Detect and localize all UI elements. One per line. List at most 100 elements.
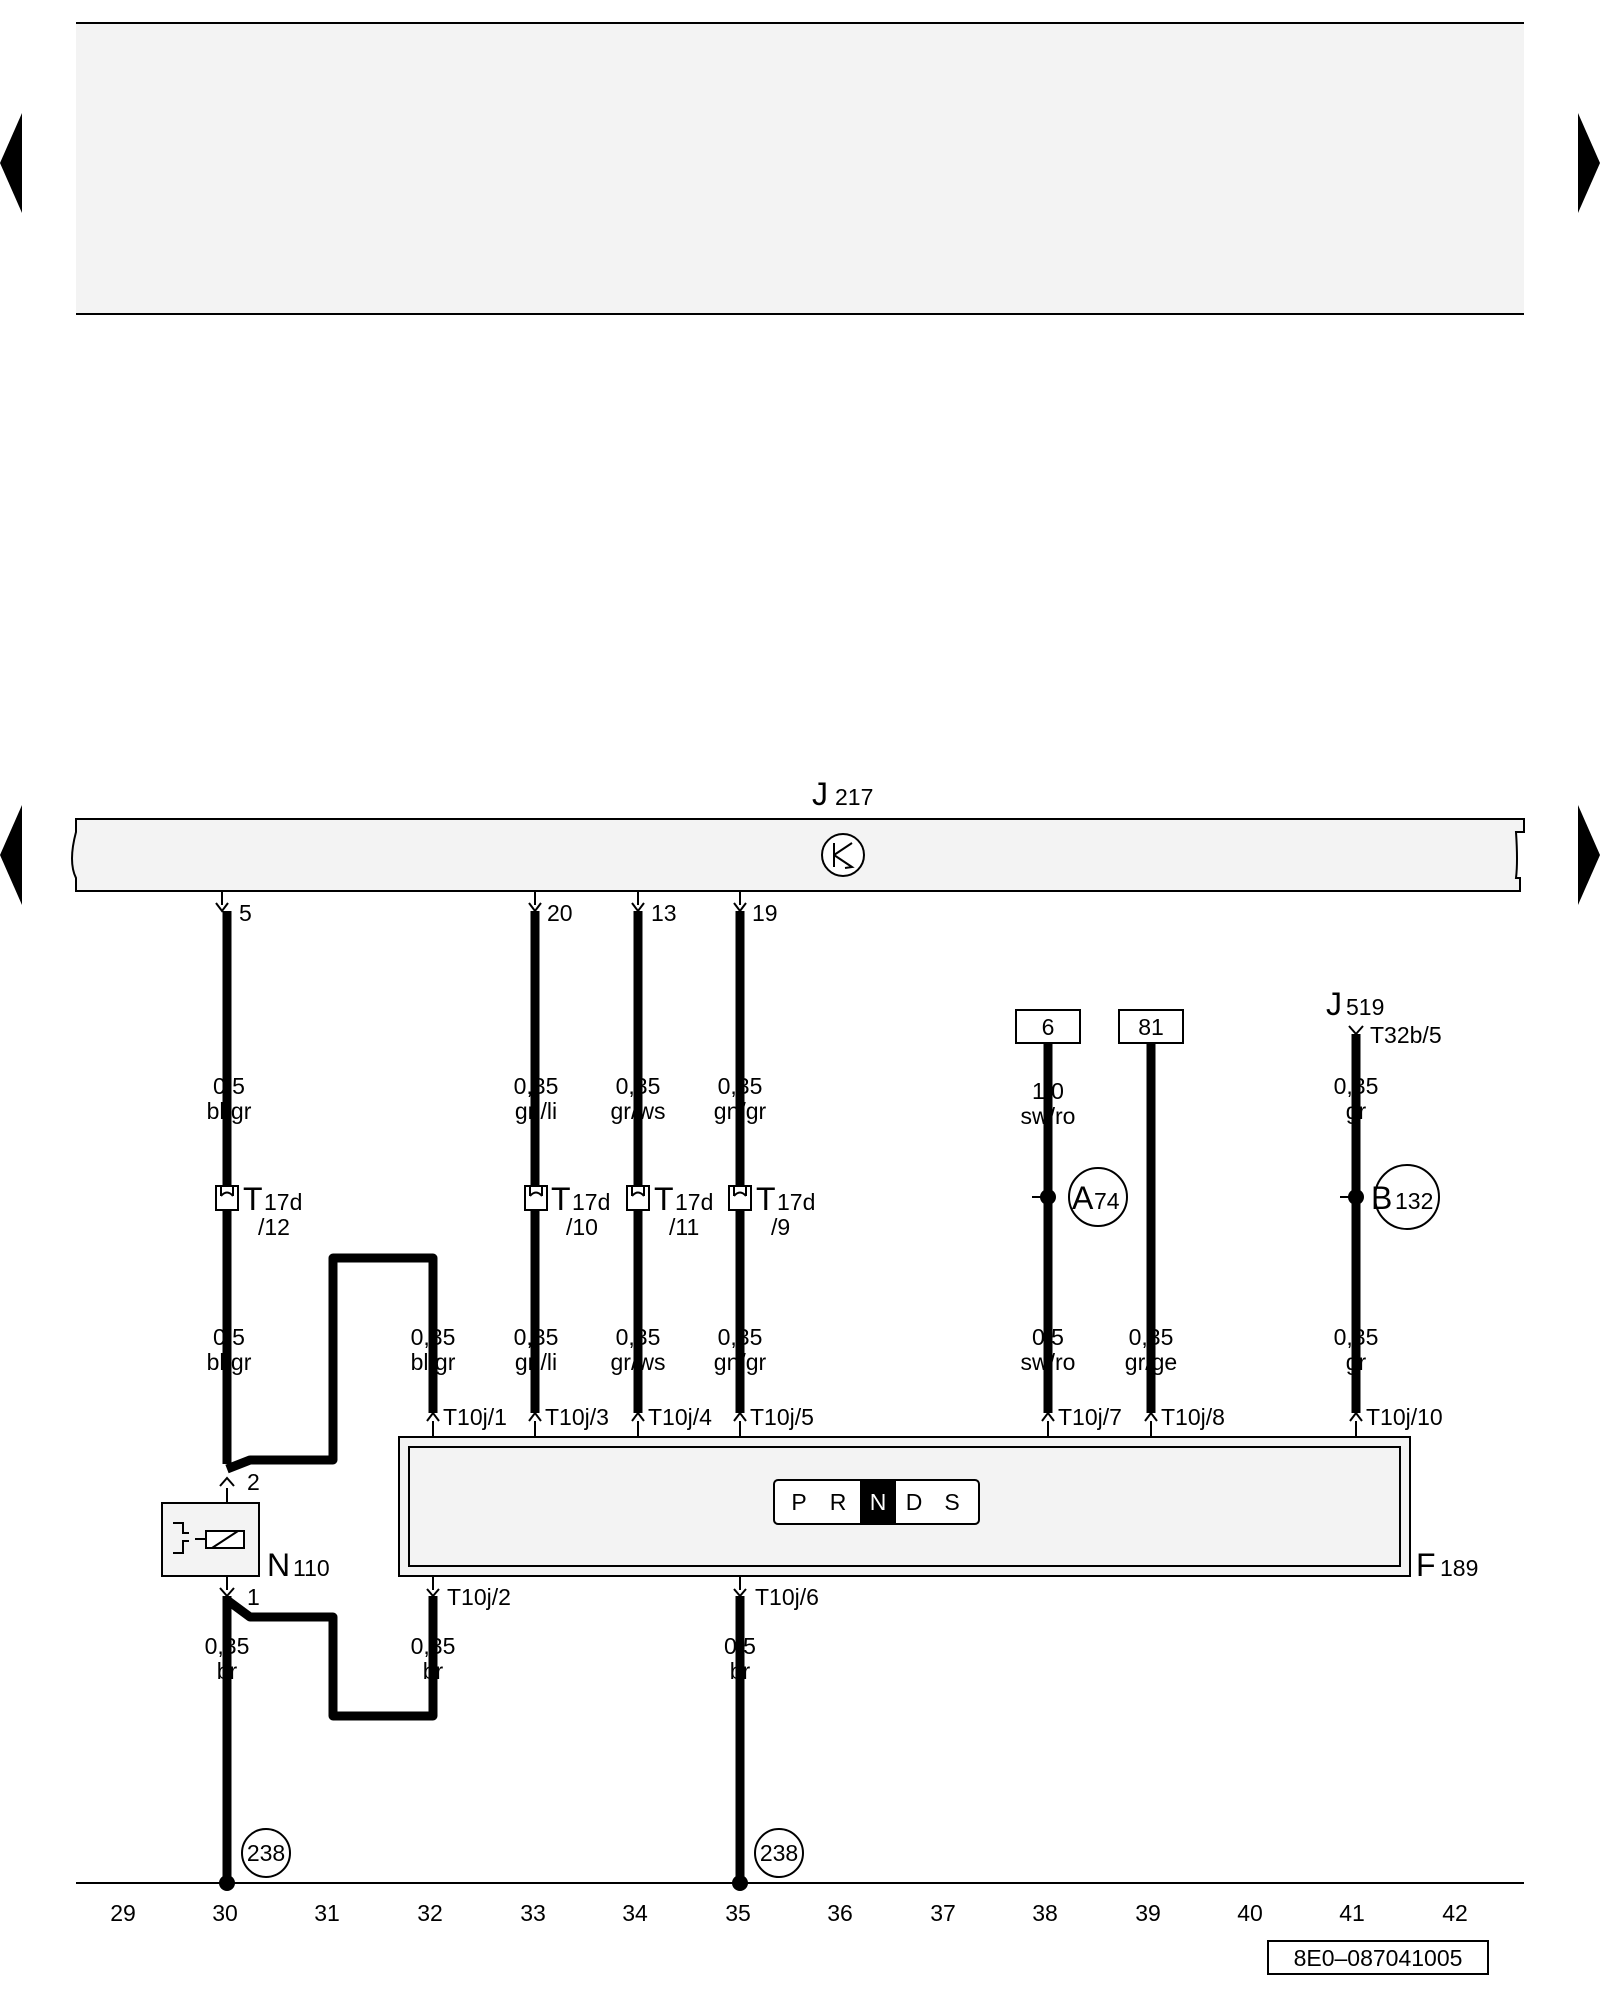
wire-size-label: 0,35 [718, 1324, 763, 1350]
page-next-top-arrow-icon[interactable] [1578, 113, 1600, 213]
f189-bottom-pins: T10j/2 T10j/6 [426, 1576, 819, 1610]
transistor-icon [821, 833, 865, 877]
header-panel [76, 22, 1524, 315]
track-number: 41 [1339, 1900, 1365, 1926]
wire-size-label: 0,5 [724, 1633, 756, 1659]
wire-size-label: 0,35 [411, 1324, 456, 1350]
track-number: 33 [520, 1900, 546, 1926]
svg-text:/10: /10 [566, 1214, 598, 1240]
f189-pin-label: T10j/4 [648, 1404, 712, 1430]
splice-a74: A 74 [1032, 1167, 1128, 1227]
svg-text:A: A [1072, 1180, 1094, 1216]
svg-text:17d: 17d [777, 1189, 815, 1215]
svg-text:238: 238 [247, 1840, 285, 1866]
wire-color-label: sw/ro [1021, 1349, 1076, 1375]
track-number: 40 [1237, 1900, 1263, 1926]
gear-position-r: R [830, 1489, 847, 1515]
f189-label-number: 189 [1440, 1555, 1478, 1581]
wire-color-label: gn/gr [714, 1349, 767, 1375]
page-prev-bottom-arrow-icon[interactable] [0, 805, 22, 905]
f189-pin-label: T10j/10 [1366, 1404, 1443, 1430]
wire-size-label: 1,0 [1032, 1078, 1064, 1104]
f189-pin-label: T10j/7 [1058, 1404, 1122, 1430]
f189-selector-switch: P R N D S F 189 [398, 1436, 1478, 1583]
wire-color-label: gr [1346, 1349, 1367, 1375]
wire-color-label: gr [1346, 1098, 1367, 1124]
wires [222, 911, 1361, 1883]
track-numbers: 29 30 31 32 33 34 35 36 37 38 39 40 41 4… [110, 1900, 1468, 1926]
wire-color-label: gr/ws [611, 1098, 666, 1124]
wire-size-label: 0,35 [616, 1073, 661, 1099]
j217-control-unit: J 217 [71, 776, 1525, 892]
n110-pin-2: 2 [247, 1469, 260, 1495]
f189-pin-label: T10j/3 [545, 1404, 609, 1430]
wire-color-label: gn/li [515, 1349, 557, 1375]
wire-size-label: 0,35 [205, 1633, 250, 1659]
wire-size-label: 0,35 [718, 1073, 763, 1099]
page-next-bottom-arrow-icon[interactable] [1578, 805, 1600, 905]
drawing-id: 8E0–087041005 [1294, 1945, 1463, 1971]
svg-text:17d: 17d [264, 1189, 302, 1215]
splice-b132: B 132 [1340, 1164, 1440, 1230]
wire-size-label: 0,35 [1334, 1324, 1379, 1350]
drawing-id-box: 8E0–087041005 [1267, 1940, 1489, 1975]
f189-pin-label: T10j/5 [750, 1404, 814, 1430]
svg-text:T: T [654, 1181, 674, 1217]
t17d-connector-9: T 17d /9 [728, 1181, 815, 1240]
wire-color-label: br [217, 1658, 238, 1684]
track-number: 39 [1135, 1900, 1161, 1926]
track-number: 42 [1442, 1900, 1468, 1926]
track-number: 38 [1032, 1900, 1058, 1926]
track-number: 31 [314, 1900, 340, 1926]
wire-color-label: bl/gr [207, 1098, 252, 1124]
wire-color-label: bl/gr [207, 1349, 252, 1375]
svg-text:T: T [243, 1181, 263, 1217]
wire-color-label: gr/ge [1125, 1349, 1177, 1375]
n110-pin-1: 1 [247, 1584, 260, 1610]
svg-text:17d: 17d [675, 1189, 713, 1215]
wire-color-label: br [730, 1658, 751, 1684]
wire-color-label: bl/gr [411, 1349, 456, 1375]
track-number: 36 [827, 1900, 853, 1926]
svg-text:T: T [756, 1181, 776, 1217]
svg-text:B: B [1371, 1180, 1392, 1216]
n110-label-number: 110 [293, 1555, 330, 1581]
wire-size-label: 0,5 [213, 1073, 245, 1099]
n110-label-letter: N [267, 1547, 290, 1583]
n110-solenoid: 2 1 N 110 [161, 1469, 330, 1610]
ground-point-35: 238 [732, 1828, 804, 1891]
t17d-connector-12: T 17d /12 [215, 1181, 302, 1240]
wire-size-label: 0,35 [1334, 1073, 1379, 1099]
f189-pin-label: T10j/8 [1161, 1404, 1225, 1430]
svg-text:6: 6 [1042, 1014, 1055, 1040]
j217-pin-19: 19 [752, 900, 778, 926]
wire-size-label: 0,5 [213, 1324, 245, 1350]
gear-position-s: S [944, 1489, 959, 1515]
svg-text:132: 132 [1395, 1188, 1433, 1214]
wire-size-label: 0,5 [1032, 1324, 1064, 1350]
j217-pin-20: 20 [547, 900, 573, 926]
svg-text:17d: 17d [572, 1189, 610, 1215]
svg-text:T: T [551, 1181, 571, 1217]
ground-point-30: 238 [219, 1828, 291, 1891]
svg-text:/12: /12 [258, 1214, 290, 1240]
gear-position-d: D [906, 1489, 923, 1515]
t17d-connector-11: T 17d /11 [626, 1181, 713, 1240]
track-number: 34 [622, 1900, 648, 1926]
f189-label-letter: F [1416, 1547, 1436, 1583]
wire-size-label: 0,35 [514, 1324, 559, 1350]
track-number: 35 [725, 1900, 751, 1926]
j217-pin-5: 5 [239, 900, 252, 926]
reference-box-81[interactable]: 81 [1118, 1009, 1184, 1044]
j519-label-number: 519 [1346, 994, 1384, 1020]
reference-box-6[interactable]: 6 [1015, 1009, 1081, 1044]
gear-indicator-active-cell [860, 1480, 896, 1524]
wire-color-label: gr/ws [611, 1349, 666, 1375]
wire-color-label: gn/li [515, 1098, 557, 1124]
wire-labels: 0,5 bl/gr 0,5 bl/gr 0,35 gn/li 0,35 gn/l… [205, 1073, 1379, 1684]
t17d-connectors: T 17d /12 T 17d /10 T 17d /11 T 17d /9 [215, 1181, 815, 1240]
j519-pin-label: T32b/5 [1370, 1022, 1442, 1048]
page-prev-top-arrow-icon[interactable] [0, 113, 22, 213]
svg-text:81: 81 [1138, 1014, 1164, 1040]
